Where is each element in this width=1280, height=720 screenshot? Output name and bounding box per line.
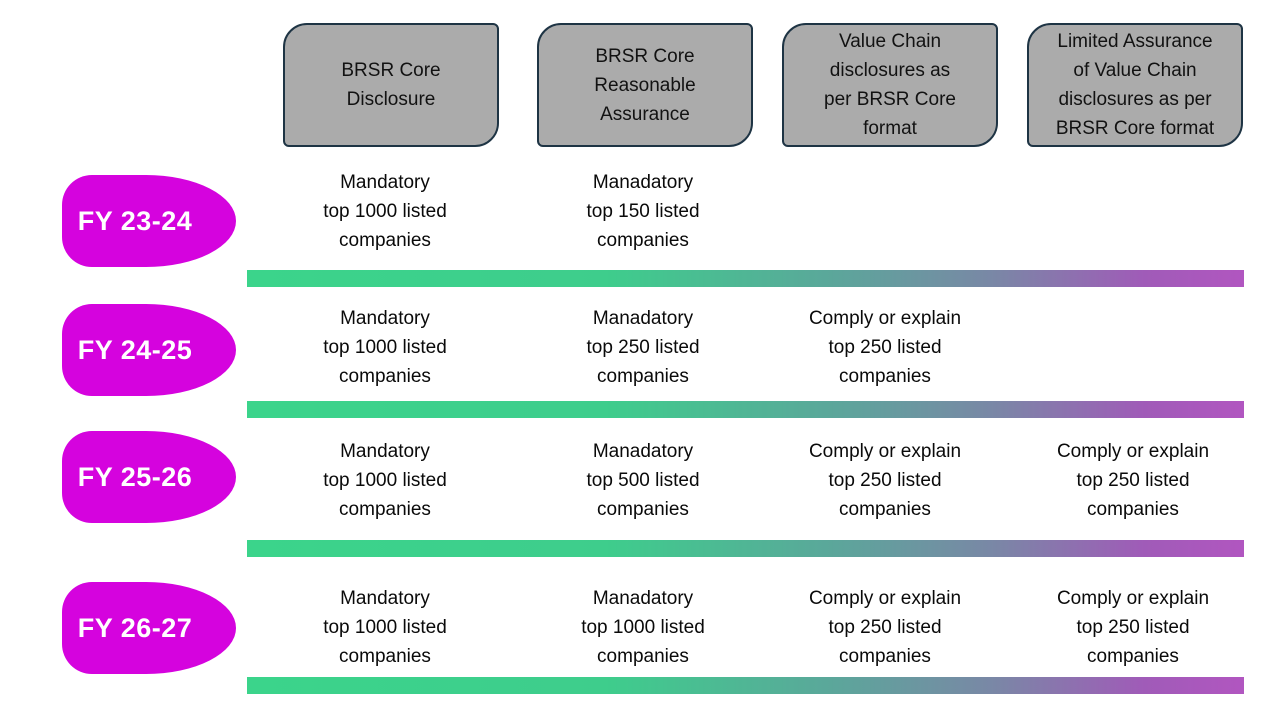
year-chip-label: FY 25-26 <box>77 461 193 492</box>
cell-r4-c4: Comply or explain top 250 listed compani… <box>1056 588 1210 667</box>
cell-r2-c3: Comply or explain top 250 listed compani… <box>808 308 962 387</box>
column-header-brsr-core-disclosure: BRSR Core Disclosure <box>283 23 499 147</box>
cell-r4-c2: Manadatory top 1000 listed companies <box>581 588 705 667</box>
year-chip-fy-26-27: FY 26-27 <box>62 582 236 674</box>
column-header-label: BRSR Core Reasonable Assurance <box>594 45 696 125</box>
cell-r3-c4: Comply or explain top 250 listed compani… <box>1056 441 1210 520</box>
cell-r3-c2: Manadatory top 500 listed companies <box>586 441 700 520</box>
column-header-label: Limited Assurance of Value Chain disclos… <box>1055 31 1215 139</box>
cell-r1-c2: Manadatory top 150 listed companies <box>586 172 700 251</box>
cell-r2-c2: Manadatory top 250 listed companies <box>586 308 700 387</box>
cell-r4-c1: Mandatory top 1000 listed companies <box>323 588 447 667</box>
cell-r2-c1: Mandatory top 1000 listed companies <box>323 308 447 387</box>
column-header-limited-assurance-value-chain: Limited Assurance of Value Chain disclos… <box>1027 23 1243 147</box>
gradient-divider-bar <box>247 677 1244 694</box>
year-chip-fy-23-24: FY 23-24 <box>62 175 236 267</box>
cell-r3-c1: Mandatory top 1000 listed companies <box>323 441 447 520</box>
gradient-divider-bar <box>247 401 1244 418</box>
year-chip-label: FY 24-25 <box>77 334 193 365</box>
column-header-label: BRSR Core Disclosure <box>341 60 441 110</box>
column-header-brsr-core-reasonable-assurance: BRSR Core Reasonable Assurance <box>537 23 753 147</box>
year-chip-label: FY 26-27 <box>77 612 193 643</box>
cell-r1-c1: Mandatory top 1000 listed companies <box>323 172 447 251</box>
column-header-value-chain-disclosures: Value Chain disclosures as per BRSR Core… <box>782 23 998 147</box>
cell-r3-c3: Comply or explain top 250 listed compani… <box>808 441 962 520</box>
column-header-label: Value Chain disclosures as per BRSR Core… <box>824 31 956 139</box>
year-chip-label: FY 23-24 <box>77 205 193 236</box>
gradient-divider-bar <box>247 540 1244 557</box>
gradient-divider-bar <box>247 270 1244 287</box>
year-chip-fy-24-25: FY 24-25 <box>62 304 236 396</box>
cell-r4-c3: Comply or explain top 250 listed compani… <box>808 588 962 667</box>
year-chip-fy-25-26: FY 25-26 <box>62 431 236 523</box>
